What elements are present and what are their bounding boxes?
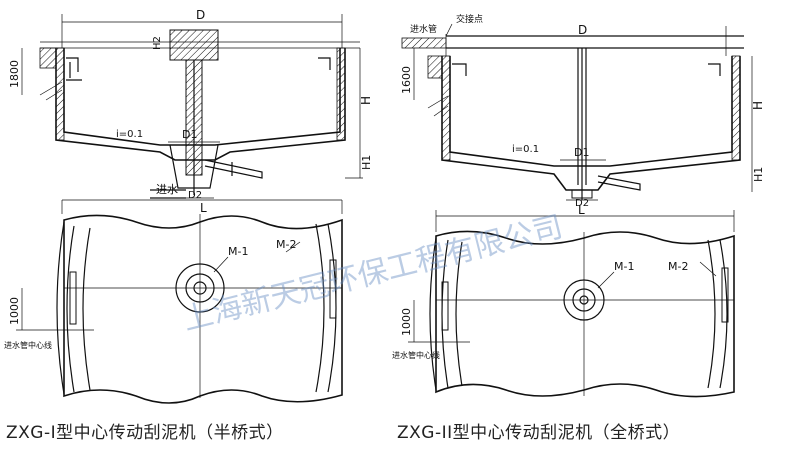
caption-right: ZXG-II型中心传动刮泥机（全桥式） [397, 423, 681, 443]
left-dim-D: D [196, 8, 205, 22]
left-m1: M-1 [228, 245, 248, 258]
right-dim-D2: D2 [575, 198, 589, 209]
left-dim-1000: 1000 [8, 297, 21, 325]
left-dim-D2: D2 [188, 190, 202, 201]
left-plan-view: L M-1 M-2 1000 进水管中心线 [4, 199, 343, 404]
right-dim-H: H [751, 101, 765, 110]
left-dim-H: H [359, 96, 373, 105]
right-slope: i=0.1 [512, 144, 539, 155]
left-dim-H2: H2 [152, 36, 163, 50]
left-section-view: D H2 1800 H H1 i=0.1 [8, 8, 373, 201]
right-m1: M-1 [614, 260, 634, 273]
left-dim-D1: D1 [182, 128, 197, 141]
right-junction: 交接点 [456, 13, 483, 25]
right-dim-D1: D1 [574, 146, 589, 159]
left-slope: i=0.1 [116, 129, 143, 140]
right-dim-H1: H1 [752, 167, 765, 182]
left-dim-1800: 1800 [8, 60, 21, 88]
left-inlet: 进水 [156, 183, 178, 196]
caption-left: ZXG-I型中心传动刮泥机（半桥式） [6, 423, 284, 443]
right-m2: M-2 [668, 260, 688, 273]
right-centerline-label: 进水管中心线 [392, 350, 440, 360]
right-plan-view: L M-1 M-2 1000 进水管中心线 [392, 203, 735, 398]
left-centerline-label: 进水管中心线 [4, 340, 52, 350]
right-dim-L: L [578, 203, 585, 217]
right-inlet-pipe: 进水管 [410, 23, 437, 35]
right-section-view: 交接点 进水管 D 1600 H H1 i=0.1 [400, 13, 765, 209]
watermark: 上海新天冠环保工程有限公司 [179, 209, 566, 337]
left-dim-L: L [200, 201, 207, 215]
left-m2: M-2 [276, 238, 296, 251]
right-dim-1000: 1000 [400, 308, 413, 336]
left-dim-H1: H1 [360, 155, 373, 170]
right-dim-1600: 1600 [400, 66, 413, 94]
right-dim-D: D [578, 23, 587, 37]
